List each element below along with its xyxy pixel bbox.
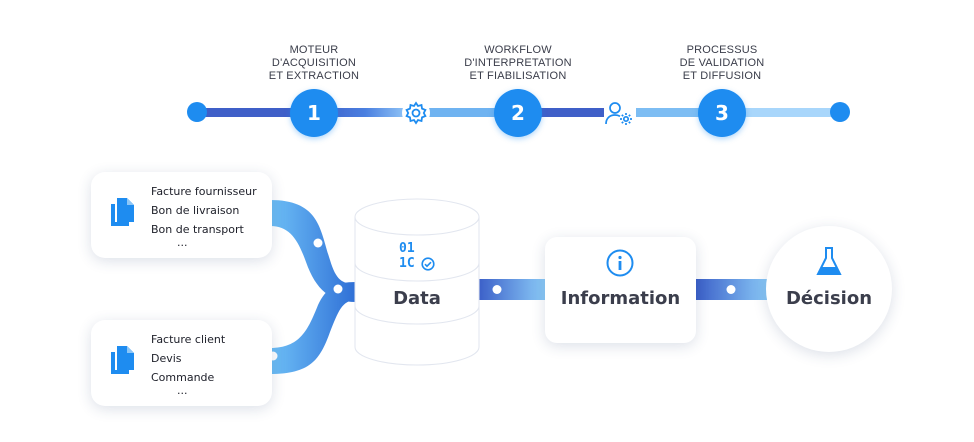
documents-icon bbox=[111, 198, 134, 226]
timeline-bar-4 bbox=[518, 108, 618, 117]
flow-dot-info-decision bbox=[726, 285, 736, 294]
timeline-bar-5 bbox=[618, 108, 722, 117]
timeline-bar-6 bbox=[722, 108, 840, 117]
information-card: Information bbox=[545, 237, 696, 343]
timeline-start-dot bbox=[187, 102, 207, 122]
timeline-end-dot bbox=[830, 102, 850, 122]
timeline-bar-3 bbox=[415, 108, 518, 117]
decision-circle: Décision bbox=[766, 226, 892, 352]
flow-dot-data-info bbox=[492, 285, 502, 294]
info-icon bbox=[606, 249, 634, 277]
user-settings-icon bbox=[604, 99, 636, 127]
timeline-bar-1 bbox=[197, 108, 315, 117]
doc-item: Commande bbox=[151, 371, 215, 384]
database-cylinder bbox=[354, 198, 480, 366]
binary-check-icon: 01 1C bbox=[399, 242, 441, 276]
flask-icon bbox=[816, 247, 842, 275]
timeline-bar-2 bbox=[315, 108, 415, 117]
supplier-docs-card: Facture fournisseur Bon de livraison Bon… bbox=[91, 172, 272, 258]
doc-item: Bon de livraison bbox=[151, 204, 240, 217]
step-1-label: MOTEUR D'ACQUISITION ET EXTRACTION bbox=[268, 44, 360, 82]
data-label: Data bbox=[393, 288, 441, 309]
flow-dot-top bbox=[313, 238, 323, 248]
gear-icon bbox=[402, 99, 430, 127]
step-3-label: PROCESSUS DE VALIDATION ET DIFFUSION bbox=[679, 44, 765, 82]
doc-item: Facture fournisseur bbox=[151, 185, 257, 198]
doc-item: Bon de transport bbox=[151, 223, 244, 236]
step-1-badge: 1 bbox=[290, 89, 338, 137]
client-docs-card: Facture client Devis Commande ... bbox=[91, 320, 272, 406]
doc-more: ... bbox=[177, 384, 188, 397]
information-label: Information bbox=[560, 288, 681, 309]
step-2-badge: 2 bbox=[494, 89, 542, 137]
documents-icon bbox=[111, 346, 134, 374]
flow-bottom bbox=[270, 282, 356, 374]
flow-top bbox=[270, 200, 356, 302]
decision-label: Décision bbox=[785, 288, 873, 309]
doc-item: Devis bbox=[151, 352, 182, 365]
doc-more: ... bbox=[177, 236, 188, 249]
step-2-label: WORKFLOW D'INTERPRETATION ET FIABILISATI… bbox=[464, 44, 572, 82]
doc-item: Facture client bbox=[151, 333, 226, 346]
flow-data-info bbox=[478, 279, 546, 300]
step-3-badge: 3 bbox=[698, 89, 746, 137]
flow-dot-mid bbox=[333, 284, 343, 294]
